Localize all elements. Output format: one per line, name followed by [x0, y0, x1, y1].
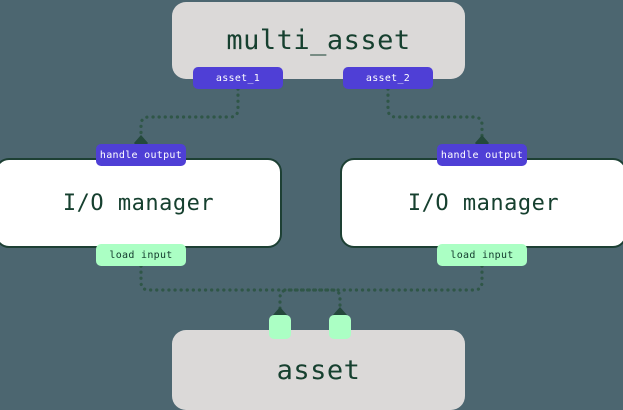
- handle-asset-2-label: asset_2: [365, 72, 411, 84]
- node-multi-asset[interactable]: multi_asset: [172, 2, 465, 79]
- node-multi-asset-title: multi_asset: [226, 25, 411, 56]
- node-io-manager-left[interactable]: I/O manager: [0, 158, 282, 248]
- edge-asset2-to-handle-output-right: [386, 87, 484, 142]
- handle-output-left-label: handle output: [99, 149, 183, 161]
- node-io-manager-right-title: I/O manager: [407, 190, 560, 216]
- node-asset[interactable]: asset: [172, 330, 465, 410]
- handle-asset-2[interactable]: asset_2: [343, 67, 433, 89]
- asset-input-handle-right[interactable]: [329, 315, 351, 339]
- asset-input-handle-left[interactable]: [269, 315, 291, 339]
- handle-asset-1-label: asset_1: [215, 72, 261, 84]
- edge-load-input-left-to-asset: [139, 264, 342, 314]
- handle-output-right[interactable]: handle output: [437, 144, 527, 166]
- handle-load-input-right[interactable]: load input: [437, 244, 527, 266]
- handle-asset-1[interactable]: asset_1: [193, 67, 283, 89]
- node-io-manager-left-title: I/O manager: [62, 190, 215, 216]
- handle-load-input-left[interactable]: load input: [96, 244, 186, 266]
- node-asset-title: asset: [276, 354, 361, 386]
- handle-output-right-label: handle output: [440, 149, 524, 161]
- handle-load-input-right-label: load input: [450, 249, 514, 261]
- handle-output-left[interactable]: handle output: [96, 144, 186, 166]
- edge-asset1-to-handle-output-left: [139, 87, 240, 142]
- handle-load-input-left-label: load input: [109, 249, 173, 261]
- node-io-manager-right[interactable]: I/O manager: [340, 158, 623, 248]
- edge-load-input-right-to-asset: [278, 264, 484, 314]
